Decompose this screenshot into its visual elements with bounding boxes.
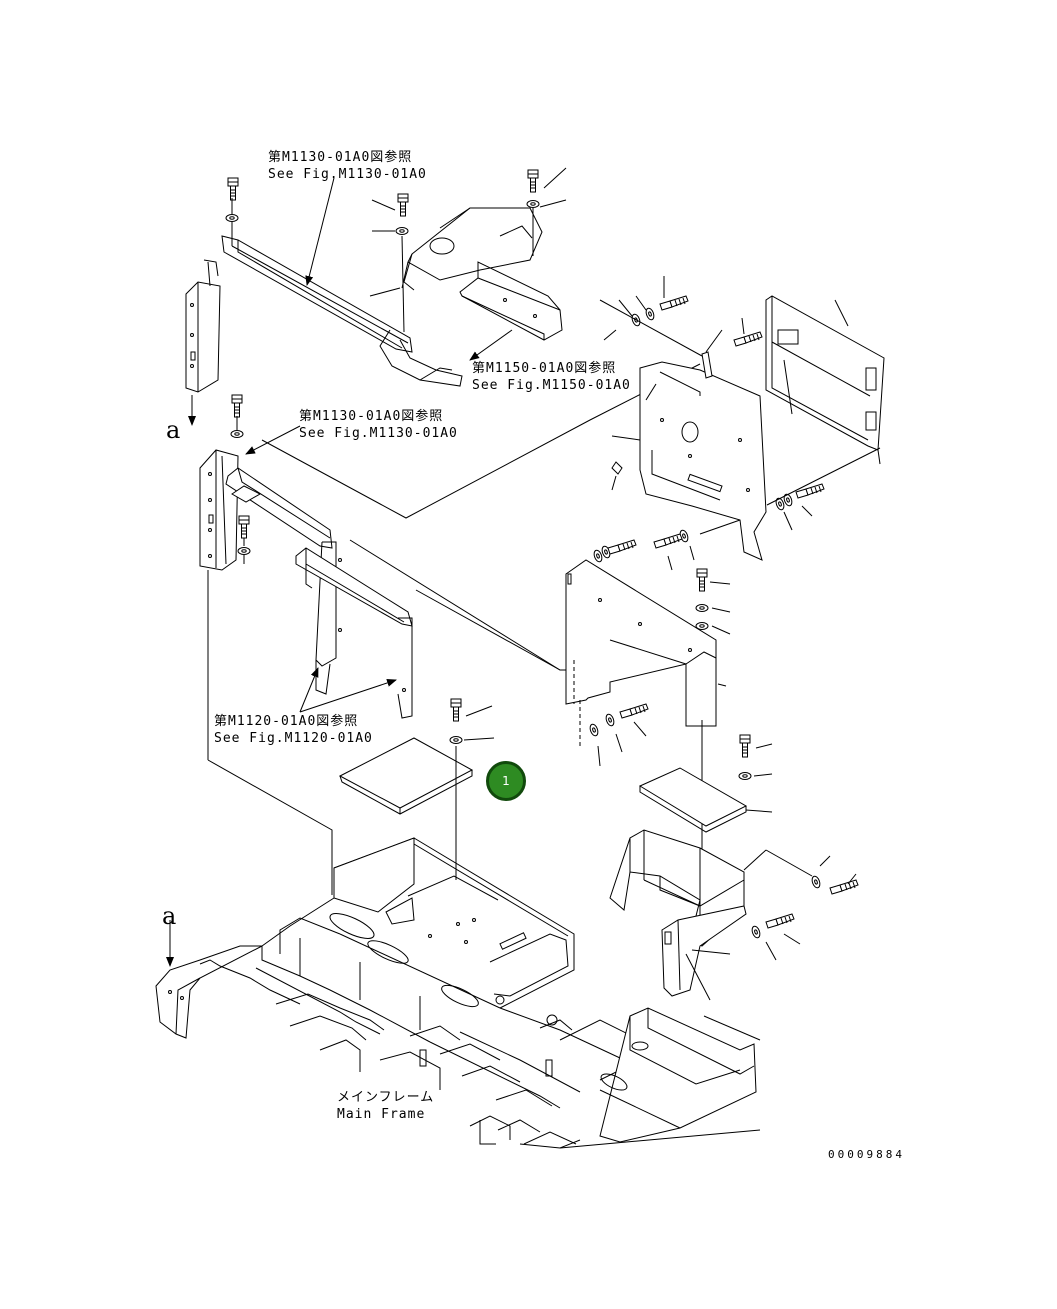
right-plate-and-stand (610, 734, 859, 1000)
arrow-label-a-bottom: a (162, 902, 177, 930)
left-post-and-rail (200, 364, 700, 895)
upper-rail-assembly (186, 177, 462, 426)
center-guard-panel (350, 520, 740, 890)
floor-cover-plate-part-1 (340, 698, 494, 880)
ref-m1150-en[interactable]: See Fig.M1150-01A0 (472, 378, 631, 393)
ref-m1130-mid-en[interactable]: See Fig.M1130-01A0 (299, 426, 458, 441)
ref-m1130-top-en[interactable]: See Fig.M1130-01A0 (268, 167, 427, 182)
ref-m1120-en[interactable]: See Fig.M1120-01A0 (214, 731, 373, 746)
main-frame-label-en: Main Frame (337, 1107, 426, 1122)
main-frame (156, 838, 760, 1148)
drawing-number: 00009884 (828, 1148, 905, 1161)
ref-m1120-jp: 第M1120-01A0図参照 (214, 714, 359, 729)
part-callout-1[interactable]: 1 (486, 761, 526, 801)
main-frame-label-jp: メインフレーム (337, 1090, 435, 1105)
right-door-and-plate (600, 276, 884, 560)
upper-cover-bracket (370, 168, 566, 361)
ref-m1130-top-jp: 第M1130-01A0図参照 (268, 150, 413, 165)
arrow-label-a-top: a (166, 416, 181, 444)
ref-m1150-jp: 第M1150-01A0図参照 (472, 361, 617, 376)
ref-m1130-mid-jp: 第M1130-01A0図参照 (299, 409, 444, 424)
